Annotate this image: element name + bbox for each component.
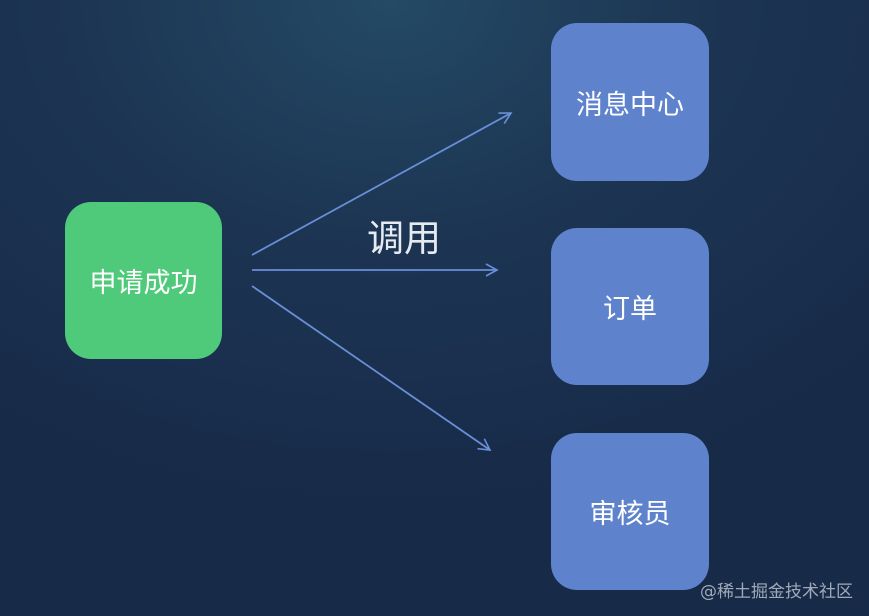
- target-node-message-center: 消息中心: [551, 23, 709, 181]
- arrow-to-reviewer: [251, 285, 492, 451]
- watermark: @稀土掘金技术社区: [700, 582, 853, 602]
- source-node: 申请成功: [65, 202, 222, 359]
- target-node-reviewer: 审核员: [551, 433, 709, 590]
- edge-label: 调用: [367, 217, 441, 260]
- arrow-to-message-center: [251, 112, 513, 256]
- target-node-label: 订单: [603, 294, 657, 325]
- target-node-label: 消息中心: [576, 89, 684, 121]
- target-node-order: 订单: [551, 228, 709, 385]
- target-node-label: 审核员: [589, 499, 671, 530]
- source-node-label: 申请成功: [89, 268, 198, 299]
